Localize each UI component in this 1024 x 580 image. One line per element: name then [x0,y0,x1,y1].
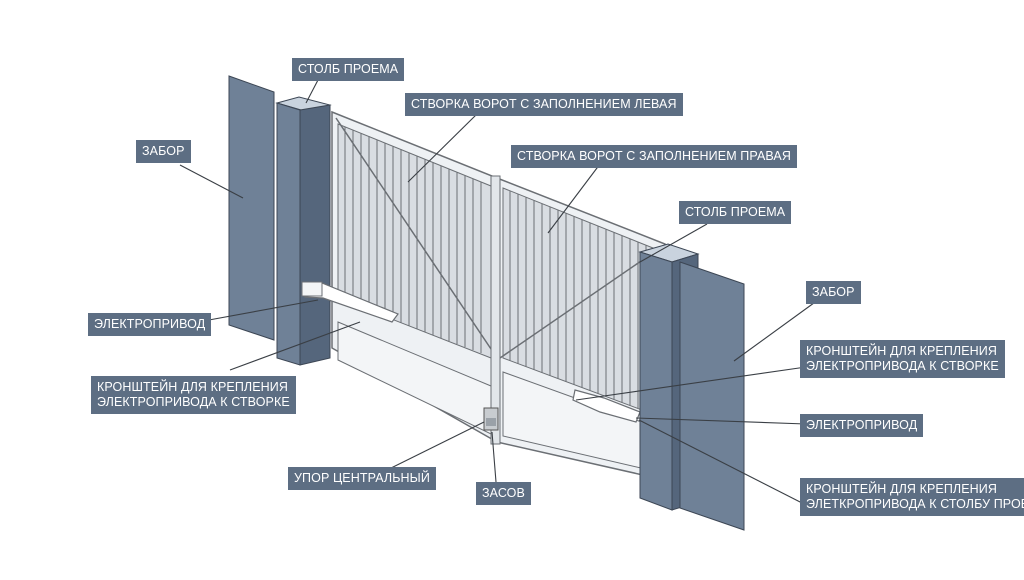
label-bracket-right-line1: КРОНШТЕЙН ДЛЯ КРЕПЛЕНИЯ [806,344,997,358]
leaf-left-pickets [344,127,482,353]
label-fence-right: ЗАБОР [806,281,861,304]
label-leaf-right: СТВОРКА ВОРОТ С ЗАПОЛНЕНИЕМ ПРАВАЯ [511,145,797,168]
fence-right [679,261,745,531]
label-stop-center: УПОР ЦЕНТРАЛЬНЫЙ [288,467,436,490]
label-bracket-right-line2: ЭЛЕКТРОПРИВОДА К СТВОРКЕ [806,359,999,373]
label-bracket-left: КРОНШТЕЙН ДЛЯ КРЕПЛЕНИЯ ЭЛЕКТРОПРИВОДА К… [91,376,296,414]
label-post-top: СТОЛБ ПРОЕМА [292,58,405,81]
label-bracket-left-line1: КРОНШТЕЙН ДЛЯ КРЕПЛЕНИЯ [97,380,288,394]
label-bracket-left-line2: ЭЛЕКТРОПРИВОДА К СТВОРКЕ [97,395,290,409]
label-fence-left: ЗАБОР [136,140,191,163]
label-bolt: ЗАСОВ [476,482,531,505]
label-drive-left: ЭЛЕКТРОПРИВОД [88,313,212,336]
post-left-front [276,102,301,366]
fence-left [228,75,275,341]
label-bracket-post-line2: ЭЛЕТКРОПРИВОДА К СТОЛБУ ПРОЕМА [806,497,1024,511]
label-drive-right: ЭЛЕКТРОПРИВОД [800,414,924,437]
label-post-right: СТОЛБ ПРОЕМА [679,201,792,224]
post-right-front [639,251,673,511]
post-left-side [299,104,331,366]
leader-lines [179,79,819,506]
label-bracket-post: КРОНШТЕЙН ДЛЯ КРЕПЛЕНИЯ ЭЛЕТКРОПРИВОДА К… [800,478,1024,516]
label-bracket-right: КРОНШТЕЙН ДЛЯ КРЕПЛЕНИЯ ЭЛЕКТРОПРИВОДА К… [800,340,1005,378]
label-leaf-left: СТВОРКА ВОРОТ С ЗАПОЛНЕНИЕМ ЛЕВАЯ [405,93,683,116]
label-bracket-post-line1: КРОНШТЕЙН ДЛЯ КРЕПЛЕНИЯ [806,482,997,496]
